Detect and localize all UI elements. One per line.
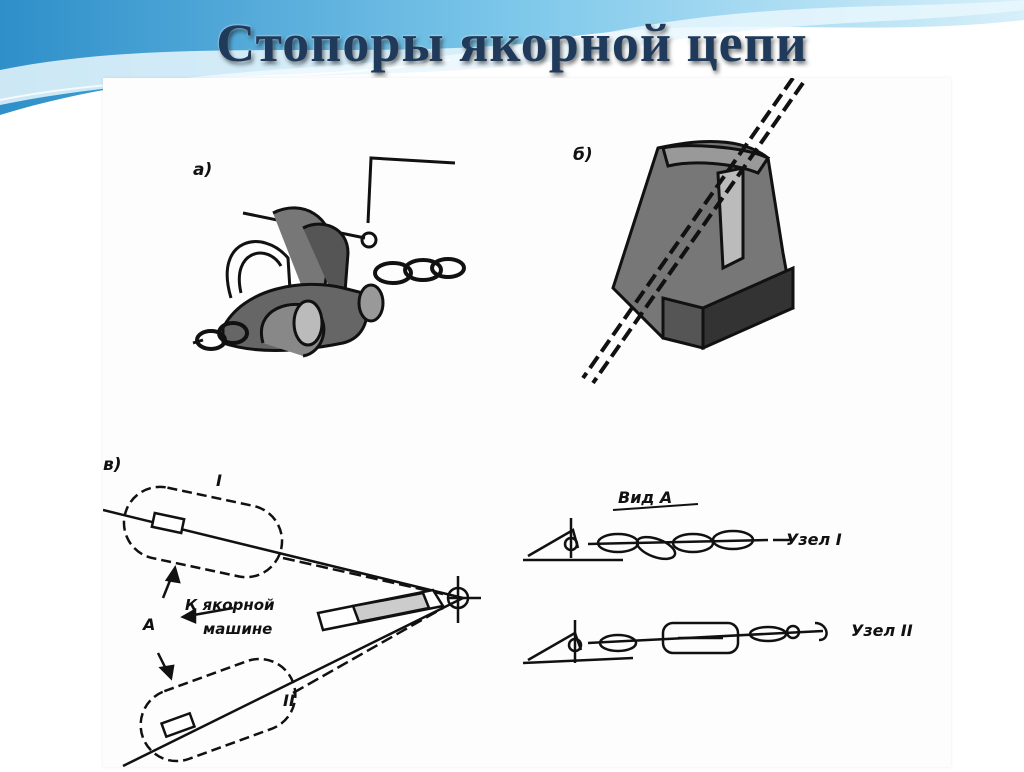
knot-1-label: Узел I (786, 530, 842, 549)
knot-2-label: Узел II (851, 621, 913, 640)
to-machine-label-line2: машине (203, 620, 272, 638)
two-branch-stopper-scheme (102, 485, 481, 768)
deck-stopper-drawing (581, 76, 805, 385)
view-a-label: Вид А (618, 488, 672, 507)
diagram-panel: а) б) (102, 76, 951, 768)
roman-label-1: I (216, 471, 222, 490)
screw-stopper-drawing (192, 156, 466, 358)
arrow-label-a: А (141, 615, 155, 634)
knot-1-drawing (523, 518, 793, 562)
label-b: б) (573, 145, 593, 165)
label-v: в) (103, 455, 122, 475)
label-a: а) (193, 160, 212, 180)
knot-2-drawing (522, 620, 828, 665)
slide-title: Стопоры якорной цепи (216, 13, 808, 73)
roman-label-2: II (283, 691, 295, 710)
to-machine-label-line1: К якорной (185, 596, 275, 614)
anchor-chain-stoppers-diagram: а) б) (102, 76, 913, 768)
